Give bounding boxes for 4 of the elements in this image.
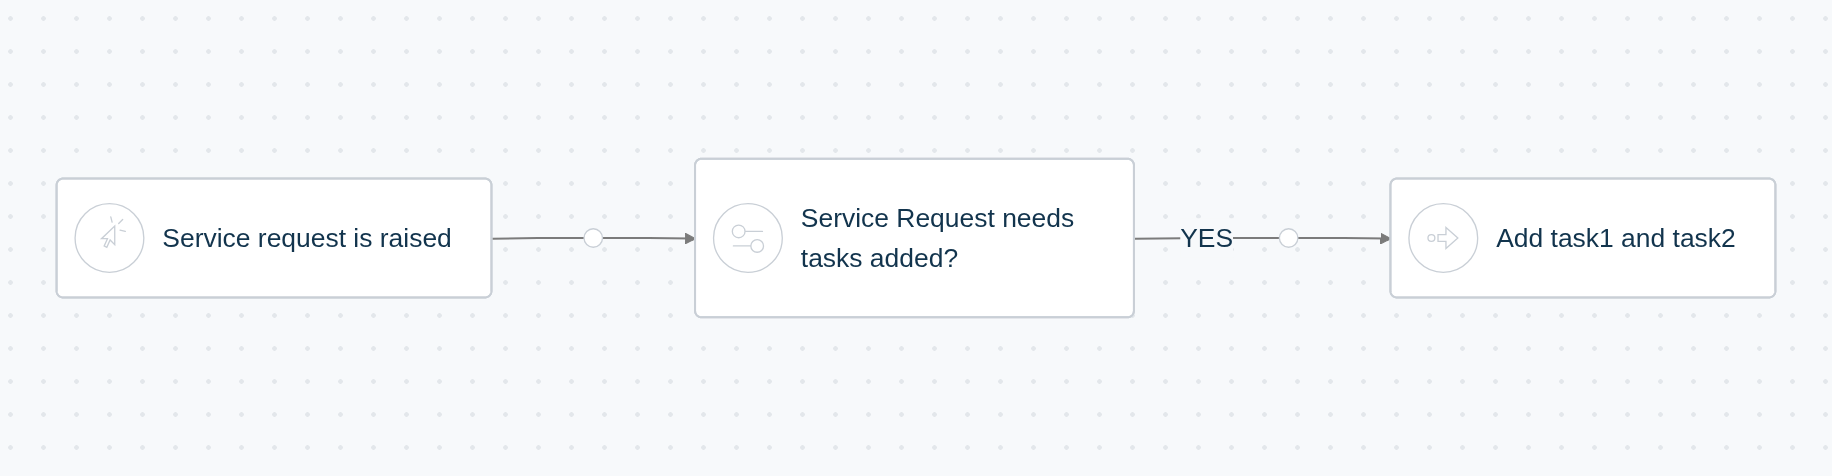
node-circle	[1278, 228, 1299, 248]
edge-label: YES	[1180, 223, 1234, 253]
connector	[491, 237, 585, 240]
node-circle	[583, 228, 604, 248]
